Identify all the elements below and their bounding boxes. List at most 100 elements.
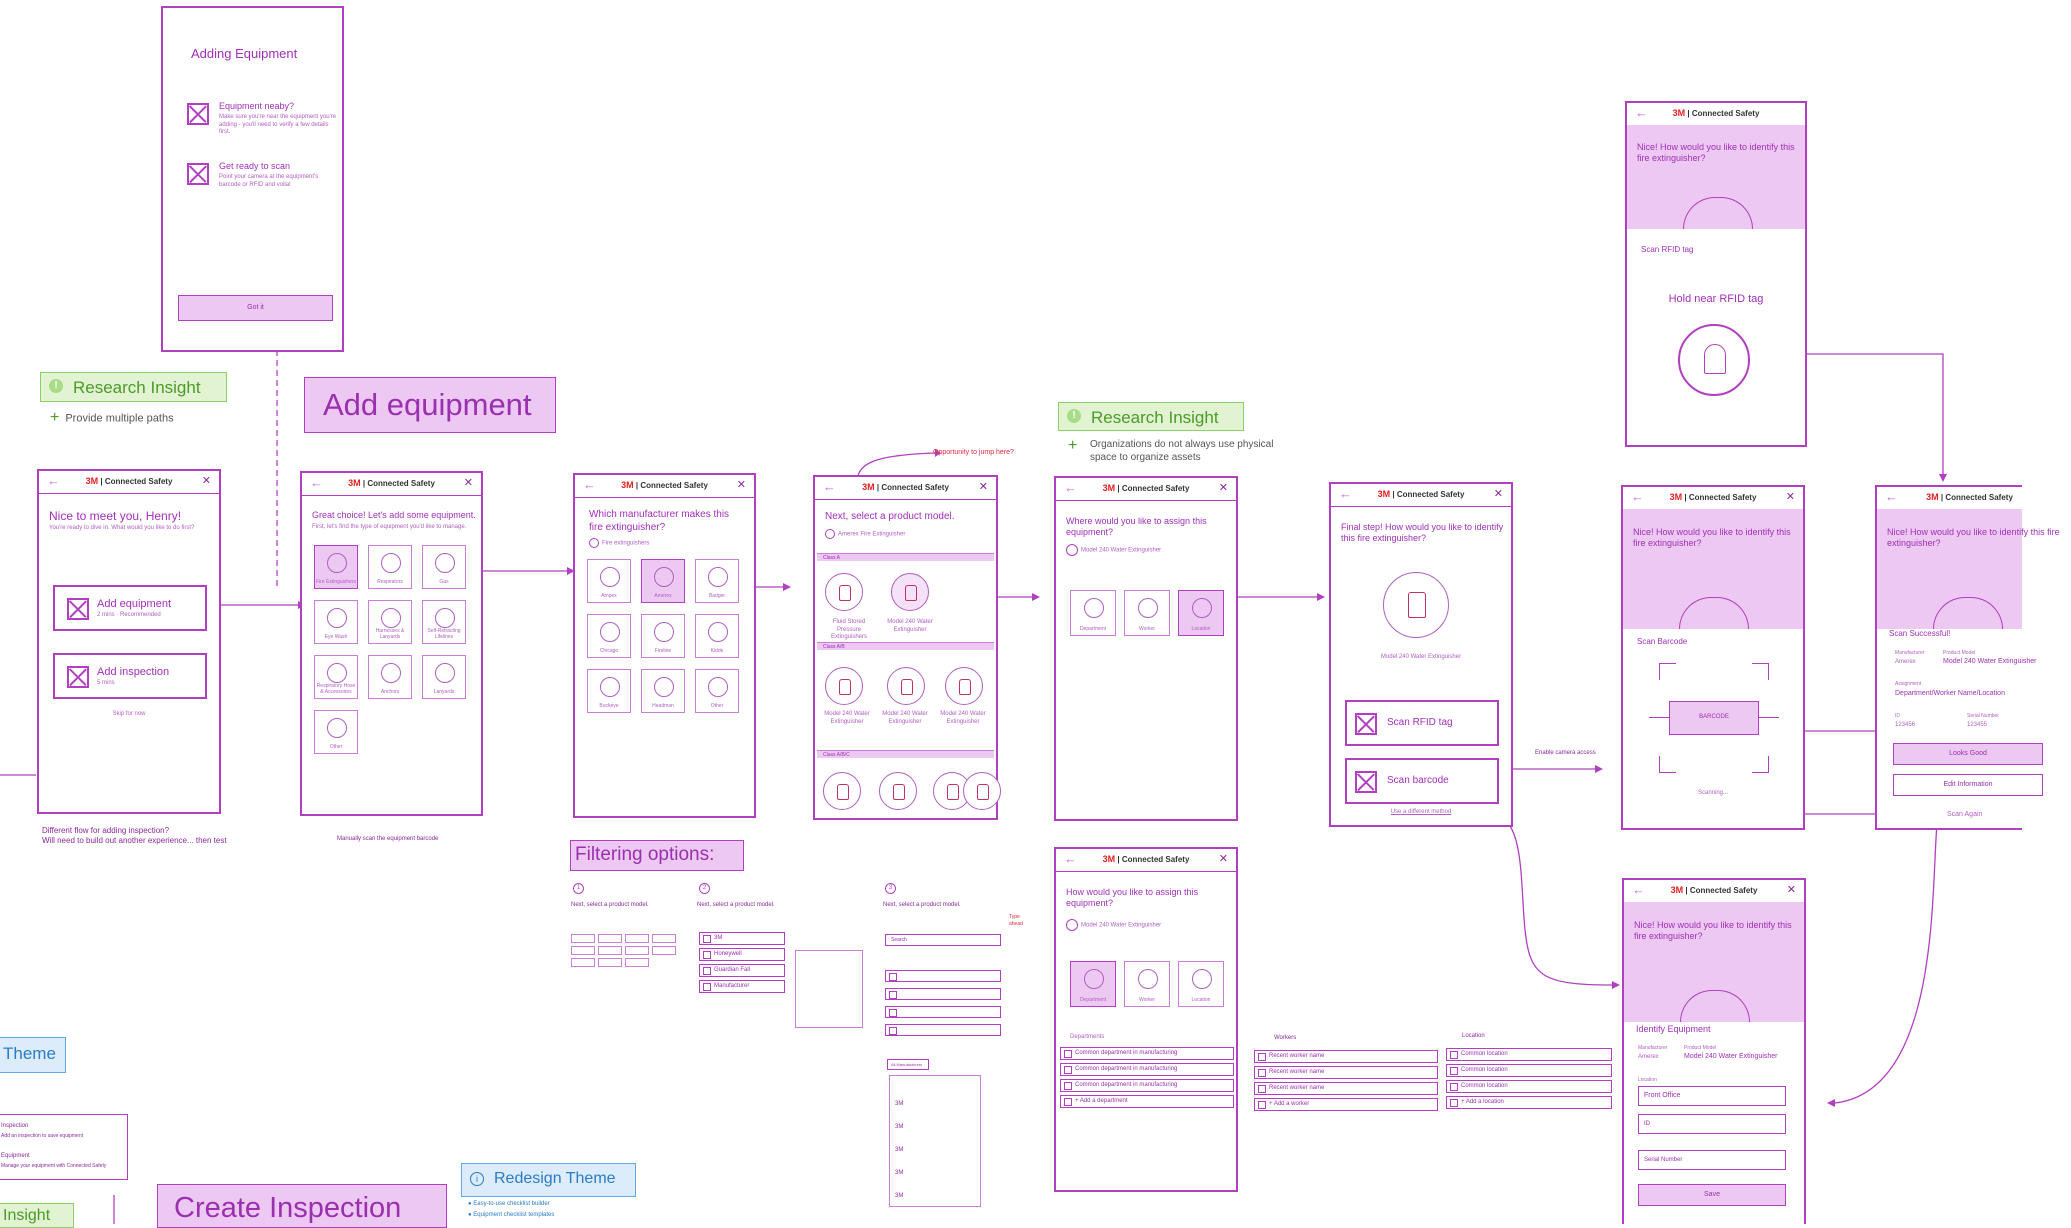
location-row[interactable]: Common location — [1446, 1064, 1612, 1077]
add-inspection-option[interactable]: Add inspection 5 mins — [53, 653, 207, 699]
model-row[interactable] — [885, 1024, 1001, 1036]
edit-information-button[interactable]: Edit Information — [1893, 774, 2043, 796]
product-image[interactable] — [823, 772, 861, 810]
back-arrow-icon[interactable]: ← — [1339, 486, 1352, 501]
back-arrow-icon[interactable]: ← — [823, 479, 836, 494]
close-icon[interactable]: ✕ — [1218, 482, 1228, 494]
tile-eye-wash[interactable]: Eye Wash — [314, 600, 358, 644]
all-manufacturers-chip[interactable]: All Manufacturers — [887, 1059, 929, 1070]
tile-harnesses[interactable]: Harnesses & Lanyards — [368, 600, 412, 644]
manufacturer-item[interactable]: 3M — [895, 1124, 904, 1130]
tile-worker[interactable]: Worker — [1124, 961, 1170, 1007]
tile-buckeye[interactable]: Buckeye — [587, 669, 631, 713]
location-row[interactable]: Common location — [1446, 1048, 1612, 1061]
dropdown-option[interactable]: Manufacturer — [699, 980, 785, 993]
close-icon[interactable]: ✕ — [1785, 491, 1795, 503]
tile-headman[interactable]: Headman — [641, 669, 685, 713]
tile-ampex[interactable]: Ampex — [587, 559, 631, 603]
tile-amerex[interactable]: Amerex — [641, 559, 685, 603]
skip-link[interactable]: Skip for now — [112, 711, 146, 717]
add-department-row[interactable]: + Add a department — [1060, 1095, 1234, 1108]
serial-value: 123455 — [1967, 722, 1988, 728]
manufacturer-item[interactable]: 3M — [895, 1101, 904, 1107]
screen3-radio[interactable]: Fire extinguishers — [589, 538, 649, 548]
tile-location[interactable]: Location — [1178, 961, 1224, 1007]
save-button[interactable]: Save — [1638, 1184, 1786, 1206]
department-row[interactable]: Common department in manufacturing — [1060, 1063, 1234, 1076]
tile-department[interactable]: Department — [1070, 590, 1116, 636]
worker-row[interactable]: Recent worker name — [1254, 1066, 1438, 1079]
serial-field[interactable]: Serial Number — [1638, 1150, 1786, 1170]
tile-anchors[interactable]: Anchors — [368, 655, 412, 699]
back-arrow-icon[interactable]: ← — [1064, 480, 1077, 495]
dropdown-option[interactable]: 3M — [699, 932, 785, 945]
product-image[interactable] — [825, 573, 863, 611]
manufacturer-item[interactable]: 3M — [895, 1193, 904, 1199]
looks-good-button[interactable]: Looks Good — [1893, 743, 2043, 765]
model-row[interactable] — [885, 988, 1001, 1000]
screen4-radio[interactable]: Amerex Fire Extinguisher — [825, 529, 905, 539]
back-arrow-icon[interactable]: ← — [1635, 105, 1648, 120]
scan-barcode-option[interactable]: Scan barcode — [1345, 758, 1499, 804]
add-worker-row[interactable]: + Add a worker — [1254, 1098, 1438, 1111]
add-equipment-option[interactable]: Add equipment 2 mins · Recommended — [53, 585, 207, 631]
close-icon[interactable]: ✕ — [736, 479, 746, 491]
back-arrow-icon[interactable]: ← — [1631, 489, 1644, 504]
tile-worker[interactable]: Worker — [1124, 590, 1170, 636]
back-arrow-icon[interactable]: ← — [1632, 882, 1645, 897]
back-arrow-icon[interactable]: ← — [1064, 851, 1077, 866]
tile-department[interactable]: Department — [1070, 961, 1116, 1007]
back-arrow-icon[interactable]: ← — [47, 473, 60, 488]
close-icon[interactable]: ✕ — [978, 481, 988, 493]
product-image[interactable] — [963, 772, 1001, 810]
manual-scan-link[interactable]: Manually scan the equipment barcode — [337, 836, 439, 842]
tile-chicago[interactable]: Chicago — [587, 614, 631, 658]
tile-respiratory-hose[interactable]: Respiratory Hose & Accessories — [314, 655, 358, 699]
tile-other[interactable]: Other — [695, 669, 739, 713]
close-icon[interactable]: ✕ — [463, 477, 473, 489]
manufacturer-item[interactable]: 3M — [895, 1147, 904, 1153]
tile-gas[interactable]: Gas — [422, 545, 466, 589]
product-image[interactable] — [891, 573, 929, 611]
department-row[interactable]: Common department in manufacturing — [1060, 1047, 1234, 1060]
tile-label: Respiratory Hose & Accessories — [316, 683, 356, 695]
tile-srl[interactable]: Self-Retracting Lifelines — [422, 600, 466, 644]
model-row[interactable] — [885, 970, 1001, 982]
different-method-link[interactable]: Use a different method — [1390, 809, 1452, 815]
tile-kidde[interactable]: Kidde — [695, 614, 739, 658]
worker-row[interactable]: Recent worker name — [1254, 1082, 1438, 1095]
back-arrow-icon[interactable]: ← — [1885, 489, 1898, 504]
location-row[interactable]: Common location — [1446, 1080, 1612, 1093]
section-class-abc: Class A/B/C — [817, 750, 994, 758]
dropdown-option[interactable]: Honeywell — [699, 948, 785, 961]
got-it-button[interactable]: Got it — [178, 295, 333, 321]
tile-lanyards[interactable]: Lanyards — [422, 655, 466, 699]
close-icon[interactable]: ✕ — [1218, 853, 1228, 865]
search-input[interactable]: Search — [885, 934, 1001, 946]
tile-respirators[interactable]: Respirators — [368, 545, 412, 589]
tile-fire-extinguishers[interactable]: Fire Extinguishers — [314, 545, 358, 589]
scan-rfid-option[interactable]: Scan RFID tag — [1345, 700, 1499, 746]
close-icon[interactable]: ✕ — [1493, 488, 1503, 500]
close-icon[interactable]: ✕ — [201, 475, 211, 487]
location-field[interactable]: Front Office — [1638, 1086, 1786, 1106]
back-arrow-icon[interactable]: ← — [583, 477, 596, 492]
department-row[interactable]: Common department in manufacturing — [1060, 1079, 1234, 1092]
back-arrow-icon[interactable]: ← — [310, 475, 323, 490]
scan-again-link[interactable]: Scan Again — [1947, 811, 1983, 818]
close-icon[interactable]: ✕ — [1786, 884, 1796, 896]
product-image[interactable] — [887, 667, 925, 705]
product-image[interactable] — [879, 772, 917, 810]
tile-other[interactable]: Other — [314, 710, 358, 754]
worker-row[interactable]: Recent worker name — [1254, 1050, 1438, 1063]
tile-fireline[interactable]: Fireline — [641, 614, 685, 658]
tile-badger[interactable]: Badger — [695, 559, 739, 603]
model-row[interactable] — [885, 1006, 1001, 1018]
add-location-row[interactable]: + Add a location — [1446, 1096, 1612, 1109]
tile-location[interactable]: Location — [1178, 590, 1224, 636]
product-image[interactable] — [825, 667, 863, 705]
dropdown-option[interactable]: Guardian Fall — [699, 964, 785, 977]
id-field[interactable]: ID — [1638, 1114, 1786, 1134]
manufacturer-item[interactable]: 3M — [895, 1170, 904, 1176]
product-image[interactable] — [945, 667, 983, 705]
